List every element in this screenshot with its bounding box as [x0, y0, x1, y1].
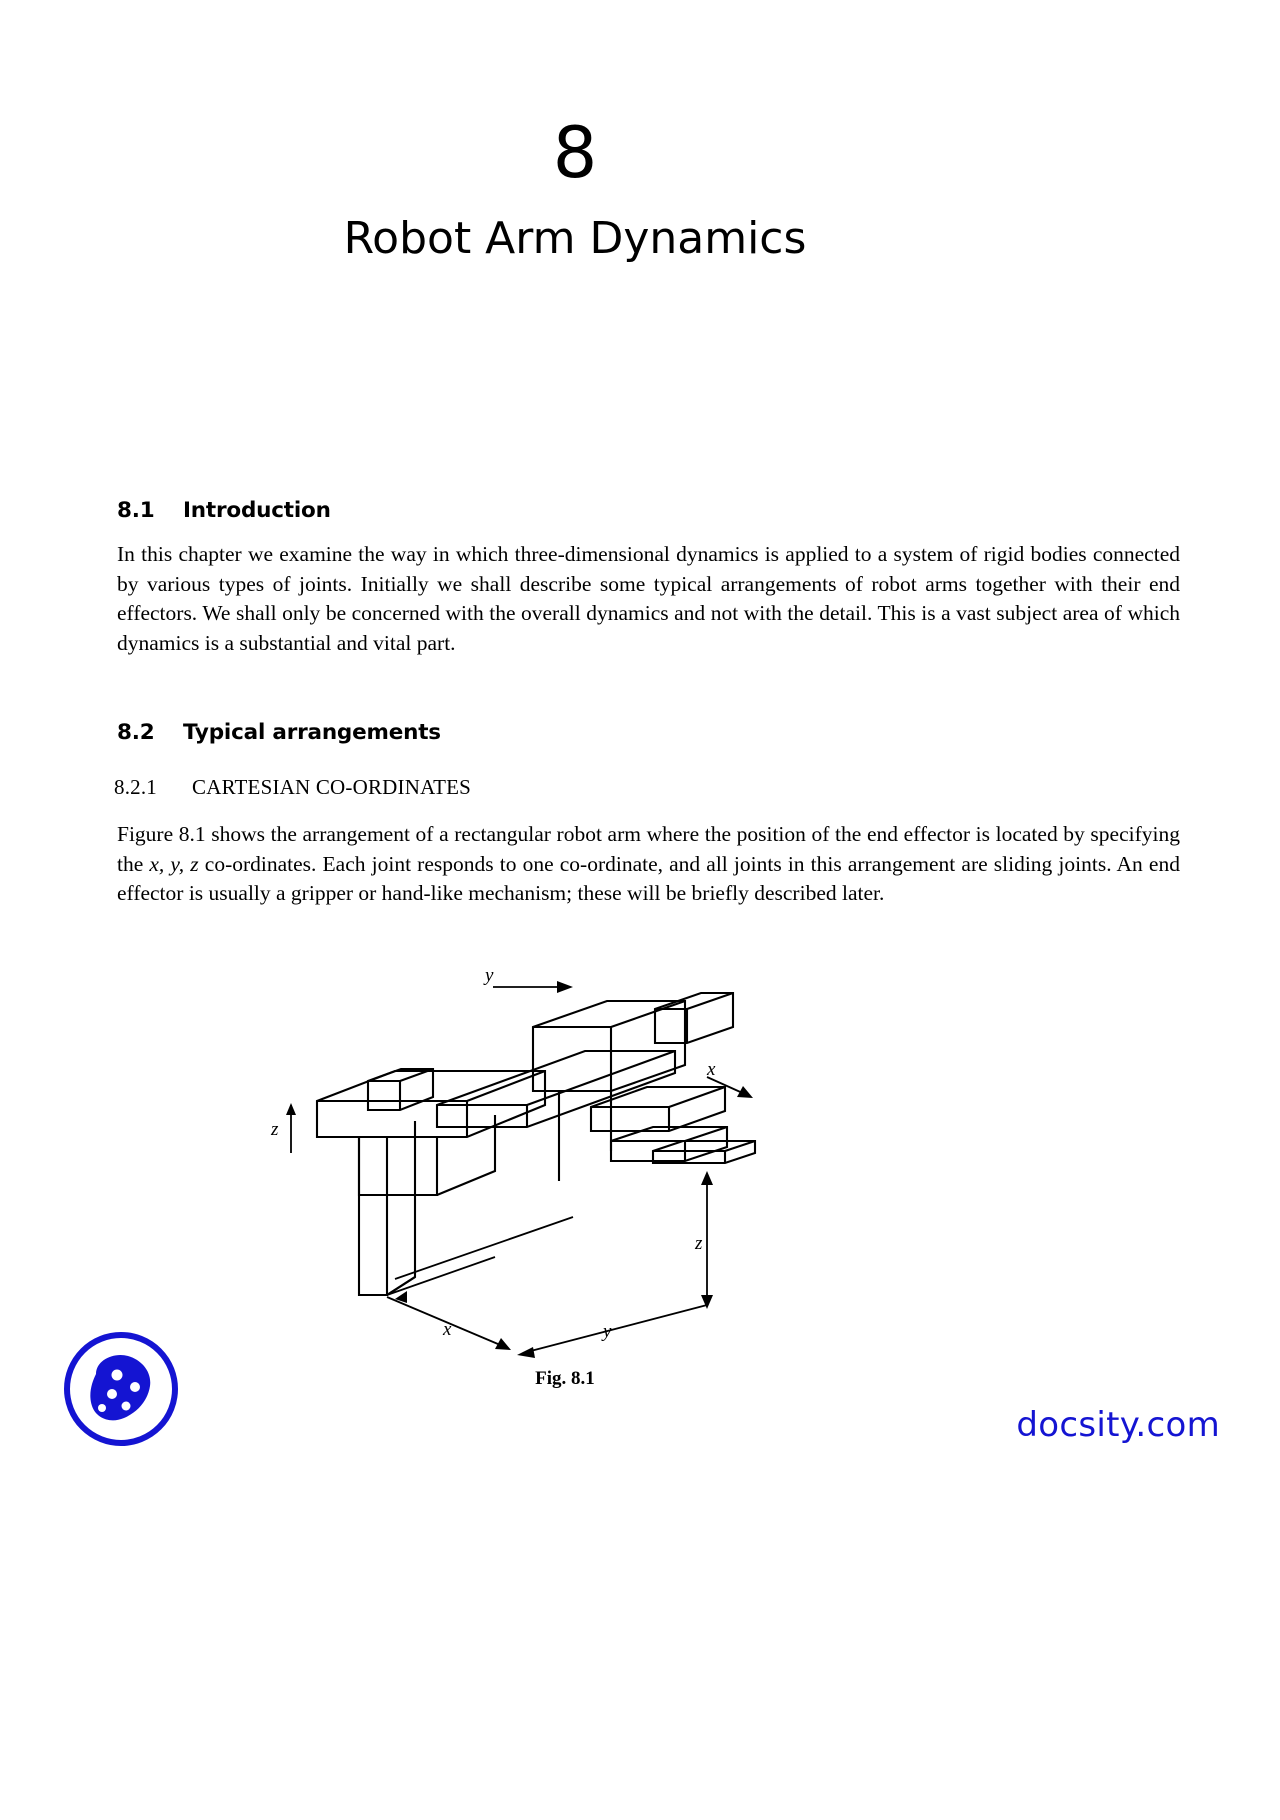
subsection-heading-8-2-1: 8.2.1 CARTESIAN CO-ORDINATES: [114, 775, 471, 800]
paragraph-lead-text: Figure 8.1 shows the arrangement of a re…: [117, 822, 1180, 876]
docsity-url-text: docsity.com: [1016, 1405, 1220, 1445]
section-title-8-1: Introduction: [183, 498, 331, 523]
section-number-8-1: 8.1: [117, 498, 155, 523]
axis-label-z-left: z: [270, 1119, 279, 1140]
paragraph-tail-text: co-ordinates. Each joint responds to one…: [117, 851, 1180, 906]
paragraph-italic-coordinates: x, y, z: [149, 851, 199, 876]
dimension-label-y-bottom: y: [601, 1321, 612, 1342]
subsection-title: CARTESIAN CO-ORDINATES: [192, 775, 472, 799]
subsection-paragraph: Figure 8.1 shows the arrangement of a re…: [117, 820, 1180, 909]
axis-label-y-top: y: [483, 965, 494, 986]
subsection-number: 8.2.1: [114, 775, 157, 799]
section-8-1-paragraph: In this chapter we examine the way in wh…: [117, 542, 1180, 655]
section-heading-8-1: 8.1 Introduction: [117, 498, 331, 523]
section-title-8-2: Typical arrangements: [183, 720, 441, 745]
axis-label-x-right: x: [706, 1059, 716, 1080]
dimension-label-x-bottom: x: [442, 1319, 452, 1340]
figure-caption: Fig. 8.1: [535, 1368, 595, 1389]
chapter-title: Robot Arm Dynamics: [343, 213, 807, 264]
chapter-number: 8: [552, 112, 598, 194]
dimension-label-z-right: z: [694, 1233, 703, 1254]
figure-8-1: z y x z x y: [255, 965, 815, 1385]
section-heading-8-2: 8.2 Typical arrangements: [117, 720, 441, 745]
cartesian-robot-arm-diagram: z y x z x y: [270, 965, 757, 1358]
section-number-8-2: 8.2: [117, 720, 155, 745]
docsity-logo: [62, 1330, 180, 1448]
